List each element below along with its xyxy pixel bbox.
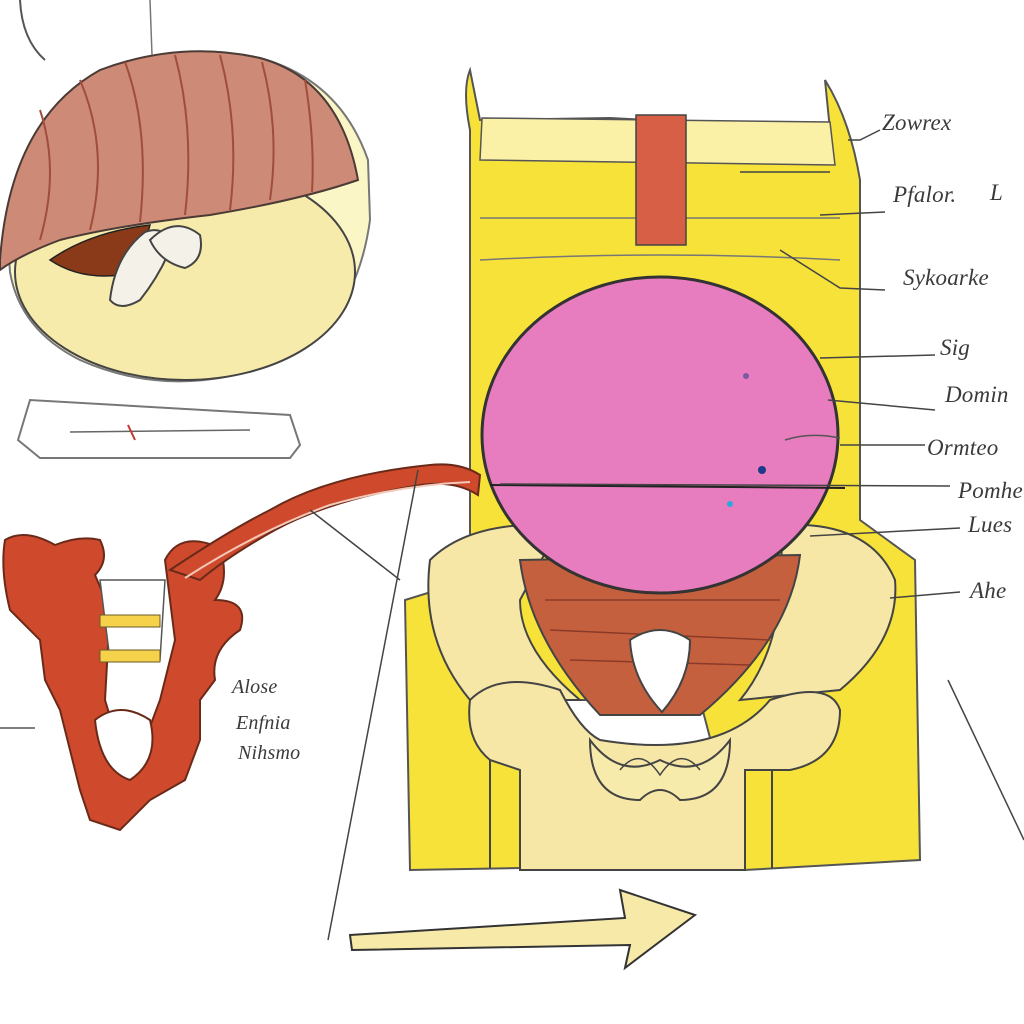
torso-illustration — [403, 66, 922, 872]
label-pomhe: Pomhe — [958, 478, 1023, 503]
label-sykoarke: Sykoarke — [903, 265, 989, 290]
pelvic-illustration — [0, 534, 244, 832]
label-ahe: Ahe — [970, 578, 1007, 603]
label-domin: Domin — [945, 382, 1009, 407]
label-nihsmo: Nihsmo — [238, 742, 301, 764]
label-sig: Sig — [940, 335, 970, 360]
direction-arrow — [348, 888, 698, 971]
label-extra-l: L — [990, 180, 1003, 205]
dome-illustration — [0, 0, 372, 459]
label-pfalor: Pfalor. — [893, 182, 957, 207]
label-alose: Alose — [232, 676, 278, 698]
leader-lines — [309, 129, 1024, 941]
label-enfnia: Enfnia — [236, 712, 291, 734]
label-lues: Lues — [968, 512, 1013, 537]
label-ormteo: Ormteo — [927, 435, 999, 460]
label-zowrex: Zowrex — [882, 110, 952, 135]
